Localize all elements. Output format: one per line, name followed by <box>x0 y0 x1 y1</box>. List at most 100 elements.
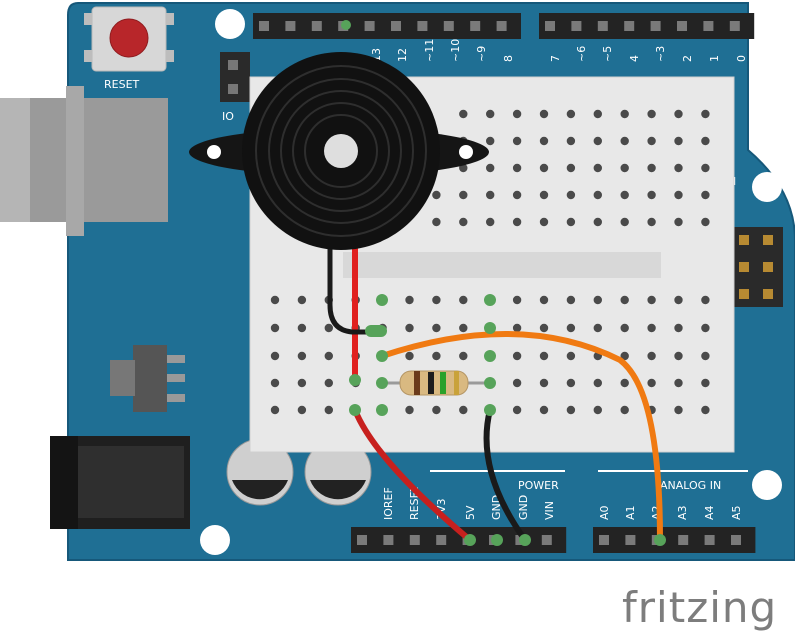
mounting-hole <box>752 172 782 202</box>
digital-header-left <box>253 13 521 39</box>
breadboard-hole <box>324 351 333 361</box>
analog-pin-label: A4 <box>703 505 716 520</box>
breadboard-hole <box>297 405 307 415</box>
breadboard-hole <box>566 405 576 415</box>
piezo-buzzer <box>189 52 489 250</box>
power-pin-label: GND <box>517 495 530 520</box>
breadboard-hole <box>539 378 549 388</box>
breadboard-hole <box>297 378 307 388</box>
breadboard-hole <box>486 136 495 146</box>
fritzing-logo: fritzing <box>622 583 777 632</box>
digital-pin-label: 12 <box>396 48 409 62</box>
breadboard-hole <box>539 190 549 200</box>
reset-label: RESET <box>104 78 140 91</box>
breadboard-hole <box>297 295 307 305</box>
breadboard-hole <box>539 217 549 227</box>
breadboard-hole <box>539 323 549 333</box>
digital-pin-label: 0 <box>735 55 748 62</box>
breadboard-hole <box>566 378 576 388</box>
header-pin <box>703 21 714 31</box>
header-pin <box>496 21 507 31</box>
breadboard-hole <box>566 217 576 227</box>
breadboard-hole <box>593 217 602 227</box>
breadboard-hole <box>674 163 683 173</box>
usb-connector <box>0 86 168 236</box>
breadboard-hole <box>539 405 549 415</box>
analog-pin-label: A3 <box>676 505 689 520</box>
digital-pin-label: ~5 <box>601 46 614 62</box>
breadboard-hole <box>701 405 710 415</box>
breadboard-hole <box>539 109 549 119</box>
header-pin <box>541 535 552 545</box>
mounting-hole <box>200 525 230 555</box>
header-pin <box>624 21 635 31</box>
breadboard-hole <box>701 109 710 119</box>
breadboard-hole <box>324 323 333 333</box>
breadboard-hole <box>486 190 495 200</box>
breadboard-hole <box>512 217 522 227</box>
reset-button[interactable] <box>84 6 174 72</box>
breadboard-hole <box>620 378 629 388</box>
breadboard-hole <box>620 295 629 305</box>
breadboard-hole <box>270 351 280 361</box>
header-pin <box>409 535 420 545</box>
breadboard-hole <box>593 405 602 415</box>
breadboard-hole <box>539 351 549 361</box>
breadboard-hole <box>593 190 602 200</box>
ioref-label: IO <box>222 110 234 123</box>
breadboard-hole <box>512 163 522 173</box>
breadboard-hole <box>674 405 683 415</box>
power-pin-label: 5V <box>464 505 477 520</box>
breadboard-hole <box>512 351 522 361</box>
breadboard-hole <box>620 351 629 361</box>
breadboard-hole <box>593 295 602 305</box>
breadboard-hole <box>647 109 656 119</box>
breadboard-hole <box>432 190 441 200</box>
digital-pin-label: 8 <box>502 55 515 62</box>
digital-pin-label: 7 <box>549 55 562 62</box>
breadboard-hole <box>432 351 441 361</box>
breadboard-hole <box>701 217 710 227</box>
breadboard-hole <box>405 295 414 305</box>
digital-pin-label: 1 <box>708 55 721 62</box>
breadboard-hole <box>405 323 414 333</box>
breadboard-hole <box>593 323 602 333</box>
black-wire-to-gnd <box>483 409 528 542</box>
header-pin <box>571 21 582 31</box>
icsp-header <box>220 52 250 102</box>
breadboard-hole <box>566 109 576 119</box>
header-pin <box>704 535 715 545</box>
breadboard-hole <box>459 323 468 333</box>
breadboard-hole <box>566 190 576 200</box>
digital-pin-label: ~10 <box>449 39 462 62</box>
resistor <box>382 370 490 396</box>
power-pin-label: IOREF <box>382 487 395 520</box>
breadboard-hole <box>701 351 710 361</box>
breadboard-hole <box>647 295 656 305</box>
breadboard-hole <box>270 405 280 415</box>
breadboard-hole <box>297 351 307 361</box>
black-buzzer-lead <box>327 238 378 335</box>
digital-pin-label: ~6 <box>575 46 588 62</box>
header-pin <box>470 21 481 31</box>
breadboard-hole <box>405 405 414 415</box>
analog-pin-label: A1 <box>624 505 637 520</box>
red-wire-to-5v <box>352 408 472 543</box>
header-pin <box>677 21 687 31</box>
breadboard-hole <box>512 378 522 388</box>
header-body <box>539 13 755 39</box>
breadboard-hole <box>512 295 522 305</box>
breadboard-hole <box>432 323 441 333</box>
digital-pin-label: ~9 <box>475 46 488 62</box>
breadboard-hole <box>647 136 656 146</box>
power-header-label: POWER <box>518 479 559 492</box>
breadboard-hole <box>270 323 280 333</box>
breadboard-hole <box>459 109 468 119</box>
breadboard-hole <box>486 163 495 173</box>
digital-pin-label: ~11 <box>423 39 436 62</box>
breadboard-hole <box>647 163 656 173</box>
breadboard-hole <box>701 378 710 388</box>
breadboard-hole <box>566 163 576 173</box>
breadboard-hole <box>701 295 710 305</box>
